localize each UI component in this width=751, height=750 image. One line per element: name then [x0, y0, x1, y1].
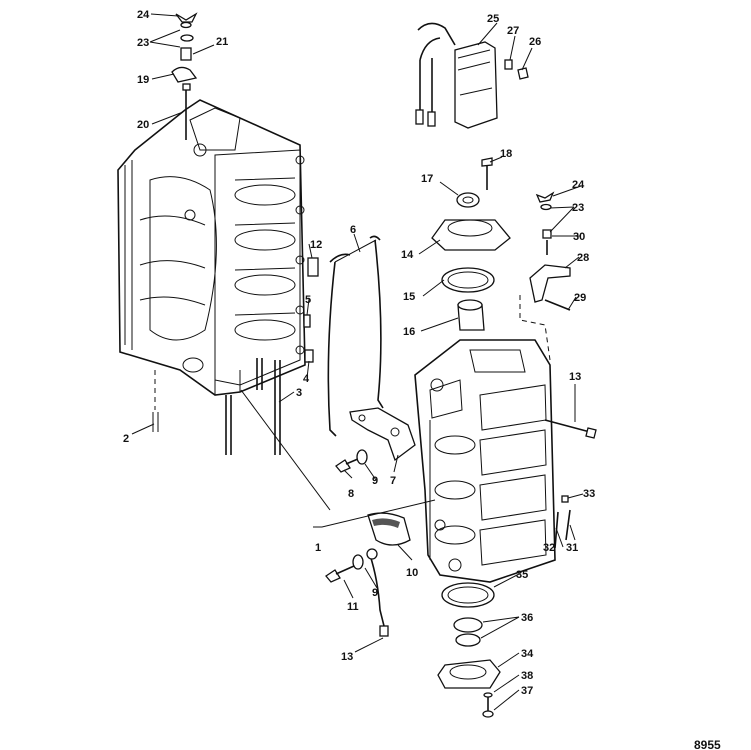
callout-label: 8: [348, 488, 354, 500]
callout-label: 9: [372, 587, 378, 599]
figure-number: 8955: [694, 738, 721, 750]
bracket: [349, 407, 416, 462]
leader-lines: [131, 13, 584, 711]
dowel-pins: [303, 257, 319, 363]
right-side-studs: [554, 495, 571, 549]
callout-labels: 24 23 21 19 20 12 5 4 3 2 6 7 8 9 1 10 1…: [123, 9, 595, 697]
callout-label: 34: [521, 648, 534, 660]
callout-label: 11: [347, 601, 359, 613]
callout-label: 26: [529, 36, 541, 48]
callout-label: 5: [305, 294, 311, 306]
callout-label: 7: [390, 475, 396, 487]
bolt-washer-lower: [325, 548, 389, 637]
bolt-and-clamp: [171, 12, 198, 140]
callout-label: 24: [572, 179, 585, 191]
callout-label: 3: [296, 387, 302, 399]
upper-right-fasteners: [535, 191, 555, 255]
callout-label: 16: [403, 326, 415, 338]
bearing-half: [367, 512, 411, 546]
callout-label: 37: [521, 685, 533, 697]
callout-label: 10: [406, 567, 418, 579]
long-bolt: [544, 419, 597, 439]
callout-label: 4: [303, 373, 310, 385]
crankcase-right: [414, 339, 556, 583]
callout-label: 35: [516, 569, 528, 581]
callout-label: 33: [583, 488, 595, 500]
callout-label: 9: [372, 475, 378, 487]
callout-label: 13: [569, 371, 581, 383]
screw-and-washer-25: [504, 59, 529, 80]
callout-label: 20: [137, 119, 149, 131]
callout-label: 27: [507, 25, 519, 37]
callout-label: 19: [137, 74, 149, 86]
callout-label: 12: [310, 239, 322, 251]
callout-label: 18: [500, 148, 512, 160]
lower-end-cap: [437, 582, 501, 718]
callout-label: 15: [403, 291, 415, 303]
callout-label: 17: [421, 173, 433, 185]
callout-label: 1: [315, 542, 321, 554]
electronic-module: [415, 22, 498, 129]
callout-label: 38: [521, 670, 533, 682]
callout-label: 31: [566, 542, 578, 554]
callout-label: 21: [216, 36, 228, 48]
callout-label: 28: [577, 252, 589, 264]
callout-label: 23: [137, 37, 149, 49]
callout-label: 24: [137, 9, 150, 21]
cylinder-block-left: [117, 99, 306, 396]
bolt-washer-upper: [335, 449, 368, 473]
callout-label: 23: [572, 202, 584, 214]
callout-label: 13: [341, 651, 353, 663]
callout-label: 29: [574, 292, 586, 304]
callout-label: 30: [573, 231, 585, 243]
callout-label: 36: [521, 612, 533, 624]
callout-label: 25: [487, 13, 499, 25]
studs-left-block: [152, 358, 281, 455]
right-bracket: [519, 264, 571, 361]
callout-label: 6: [350, 224, 356, 236]
callout-line-1: [240, 389, 436, 528]
upper-end-cap: [431, 157, 511, 331]
callout-label: 14: [401, 249, 414, 261]
transfer-tube: [327, 235, 384, 437]
callout-label: 32: [543, 542, 555, 554]
callout-label: 2: [123, 433, 129, 445]
